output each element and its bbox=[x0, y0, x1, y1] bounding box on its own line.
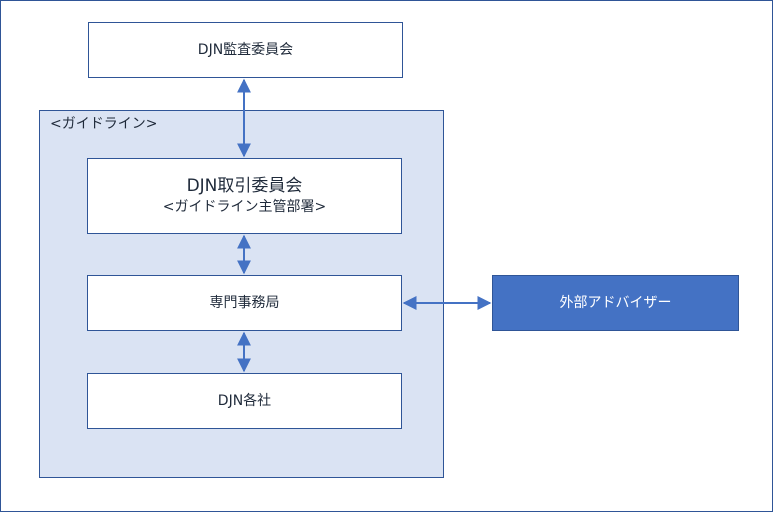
audit-committee-label: DJN監査委員会 bbox=[197, 42, 294, 58]
trading-committee-subtitle: <ガイドライン主管部署> bbox=[162, 199, 327, 215]
secretariat-box: 専門事務局 bbox=[87, 275, 402, 331]
trading-committee-box: DJN取引委員会 <ガイドライン主管部署> bbox=[87, 158, 402, 234]
member-companies-label: DJN各社 bbox=[217, 393, 272, 409]
trading-committee-title: DJN取引委員会 bbox=[186, 176, 303, 196]
audit-committee-box: DJN監査委員会 bbox=[88, 22, 403, 78]
external-advisor-box: 外部アドバイザー bbox=[492, 275, 739, 331]
secretariat-label: 専門事務局 bbox=[209, 295, 280, 311]
guideline-group-label: <ガイドライン> bbox=[50, 116, 158, 132]
member-companies-box: DJN各社 bbox=[87, 373, 402, 429]
external-advisor-label: 外部アドバイザー bbox=[559, 295, 672, 311]
